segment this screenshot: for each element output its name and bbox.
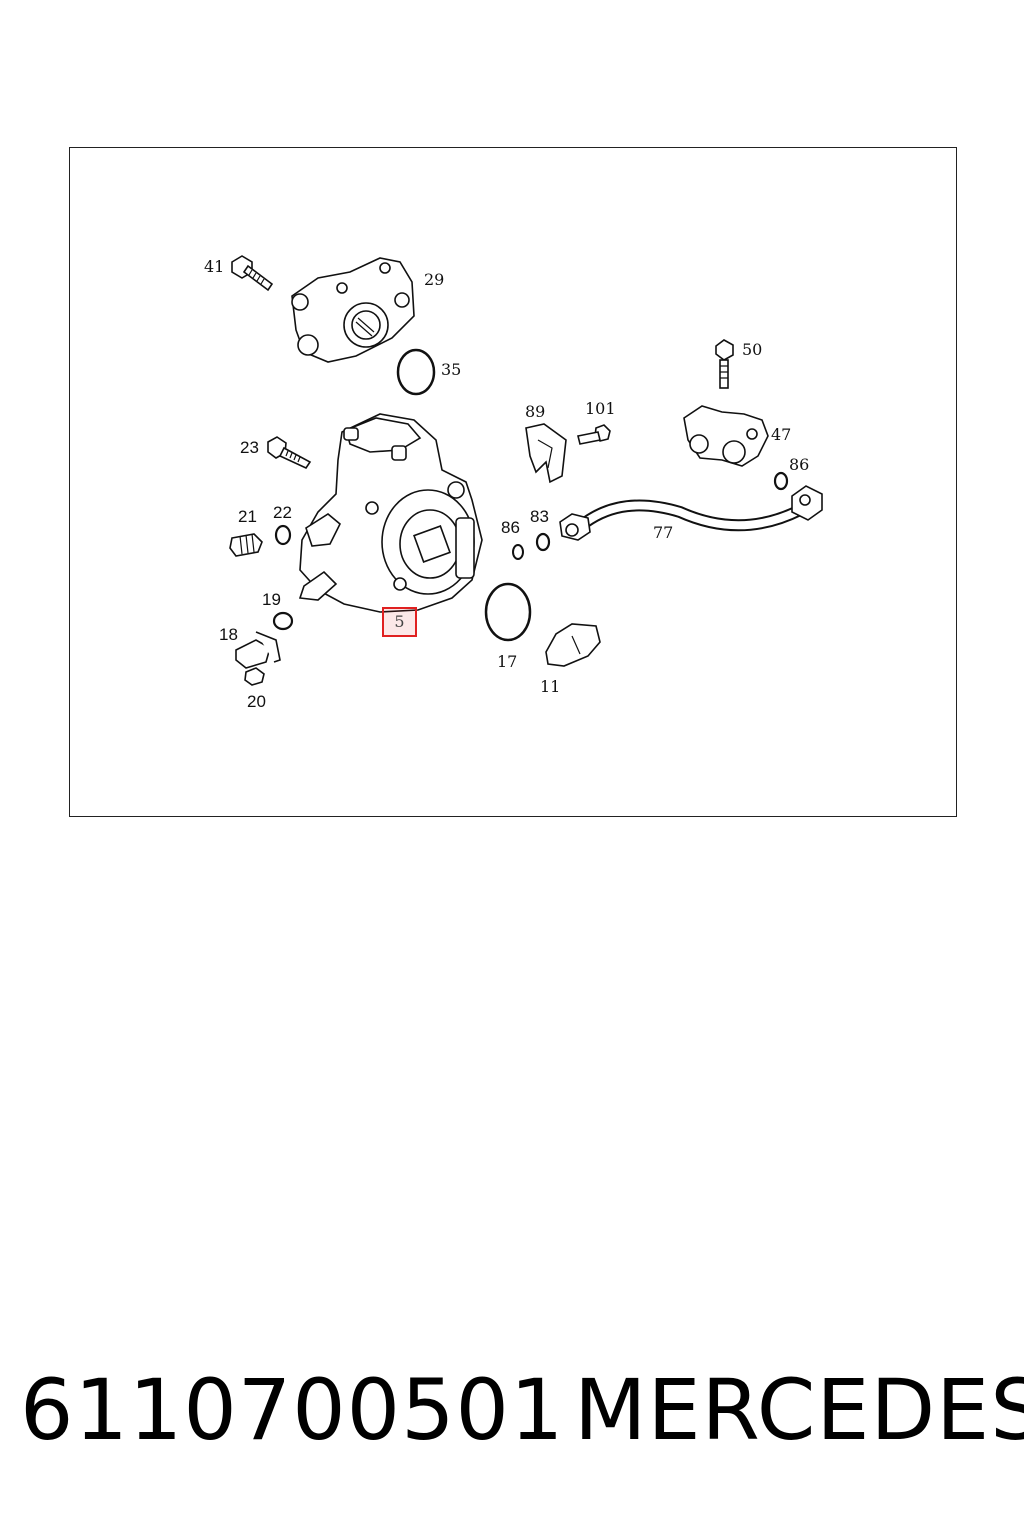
callout-21: 21 [238,507,257,526]
brand-name: MERCEDES [574,1361,1024,1459]
callout-41: 41 [204,257,224,276]
washer-22-part [274,524,292,546]
bolt-23-part [267,436,312,470]
washer-83-part [535,532,551,552]
bolt-50-part [715,339,734,389]
callout-101: 101 [585,399,616,418]
bracket-89-part [525,423,567,484]
coupling-11-part [545,623,601,667]
screw-20-part [244,667,265,686]
callout-22: 22 [273,503,292,522]
callout-89: 89 [525,402,545,421]
sensor-21-part [229,533,263,557]
diagram-frame [69,147,957,817]
callout-86-upper: 86 [789,455,809,474]
callout-86-lower: 86 [501,518,520,537]
callout-18: 18 [219,625,238,644]
callout-11: 11 [540,677,560,696]
oring-35-part [396,348,436,396]
part-number: 6110700501 [20,1361,565,1459]
callout-47: 47 [771,425,791,444]
fitting-47-part [683,405,769,467]
callout-50: 50 [742,340,762,359]
pump-5-part [298,413,483,613]
valve-18-part [235,631,281,669]
callout-77: 77 [653,523,673,542]
callout-17: 17 [497,652,517,671]
washer-86-upper-part [773,471,789,491]
callout-29: 29 [424,270,444,289]
callout-19: 19 [262,590,281,609]
bolt-41-part [231,255,274,292]
callout-20: 20 [247,692,266,711]
highlighted-part-label[interactable]: 5 [394,612,405,631]
screw-101-part [577,424,611,445]
callout-35: 35 [441,360,461,379]
callout-23: 23 [240,438,259,457]
oring-19-part [272,611,294,631]
housing-29-part [291,257,415,363]
washer-86-lower-part [512,544,524,560]
oring-17-part [484,582,532,642]
pipe-77-part [559,485,823,541]
highlight-box[interactable] [382,607,417,637]
callout-83: 83 [530,507,549,526]
